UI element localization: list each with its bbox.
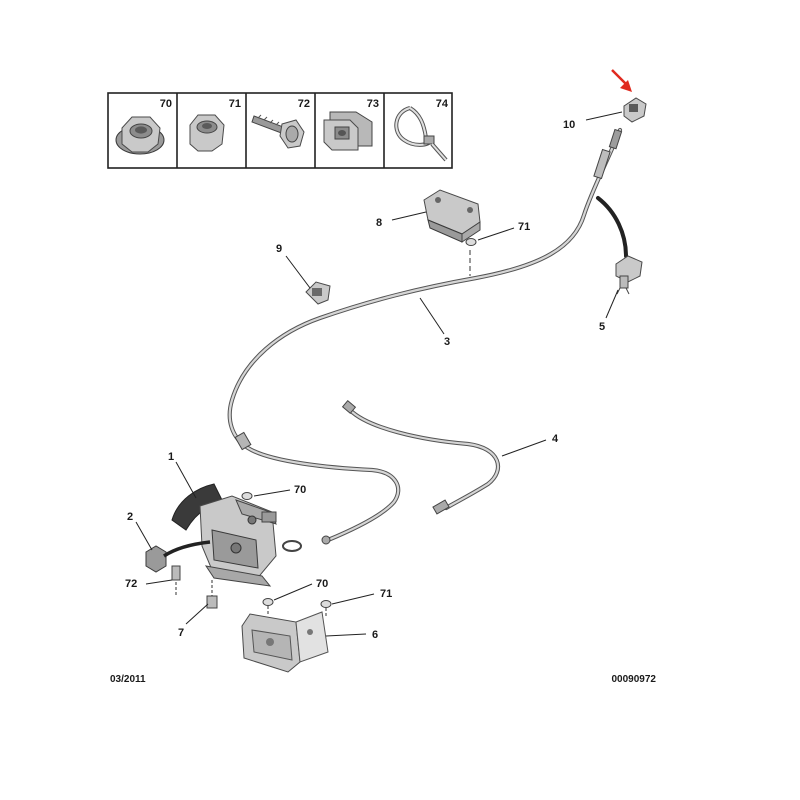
actuator-8 <box>423 189 481 276</box>
cable-4 <box>341 400 501 515</box>
cell-ref-70: 70 <box>160 98 172 110</box>
cable-to-switch-5 <box>596 196 628 258</box>
bolt-72 <box>171 565 181 596</box>
callout-7: 7 <box>178 627 184 639</box>
callout-labels: 10 8 71 9 3 5 4 1 70 2 72 7 70 71 6 <box>125 119 605 641</box>
callout-10: 10 <box>563 119 575 131</box>
callout-1: 1 <box>168 451 174 463</box>
parts-table-cell-72: 72 <box>251 98 310 149</box>
callout-4: 4 <box>552 433 559 445</box>
nut-icon <box>189 114 225 152</box>
parts-table-cell-74: 74 <box>394 98 449 162</box>
cell-ref-71: 71 <box>229 98 241 110</box>
main-cable-3 <box>227 127 623 545</box>
red-pointer-arrow-icon <box>611 69 632 92</box>
switch-2 <box>145 540 211 573</box>
clip-9 <box>305 281 331 305</box>
cable-tie-icon <box>394 106 448 162</box>
parts-table: 70 71 72 <box>107 92 453 169</box>
parts-table-cell-73: 73 <box>323 98 379 151</box>
callout-6: 6 <box>372 629 378 641</box>
cell-ref-73: 73 <box>367 98 379 110</box>
callout-72: 72 <box>125 578 137 590</box>
fastener-7 <box>206 580 218 609</box>
callout-70-lever: 70 <box>294 484 306 496</box>
handbrake-lever-1 <box>171 483 302 587</box>
cell-ref-72: 72 <box>298 98 310 110</box>
parts-table-cell-70: 70 <box>115 98 172 155</box>
callout-70-bracket: 70 <box>316 578 328 590</box>
bolt-icon <box>251 114 305 149</box>
callout-3: 3 <box>444 336 450 348</box>
clip-nut-icon <box>323 111 373 151</box>
callout-71-bracket: 71 <box>380 588 392 600</box>
flange-nut-icon <box>115 116 165 155</box>
callout-8: 8 <box>376 217 382 229</box>
callout-71-top: 71 <box>518 221 530 233</box>
callout-9: 9 <box>276 243 282 255</box>
cell-ref-74: 74 <box>436 98 449 110</box>
leader-lines <box>135 111 623 637</box>
parts-table-cell-71: 71 <box>189 98 241 152</box>
callout-2: 2 <box>127 511 133 523</box>
footer-date: 03/2011 <box>110 674 146 685</box>
clip-10 <box>623 97 647 123</box>
footer-reference: 00090972 <box>612 674 657 685</box>
callout-5: 5 <box>599 321 605 333</box>
switch-5 <box>615 255 643 295</box>
bracket-6 <box>241 598 332 673</box>
